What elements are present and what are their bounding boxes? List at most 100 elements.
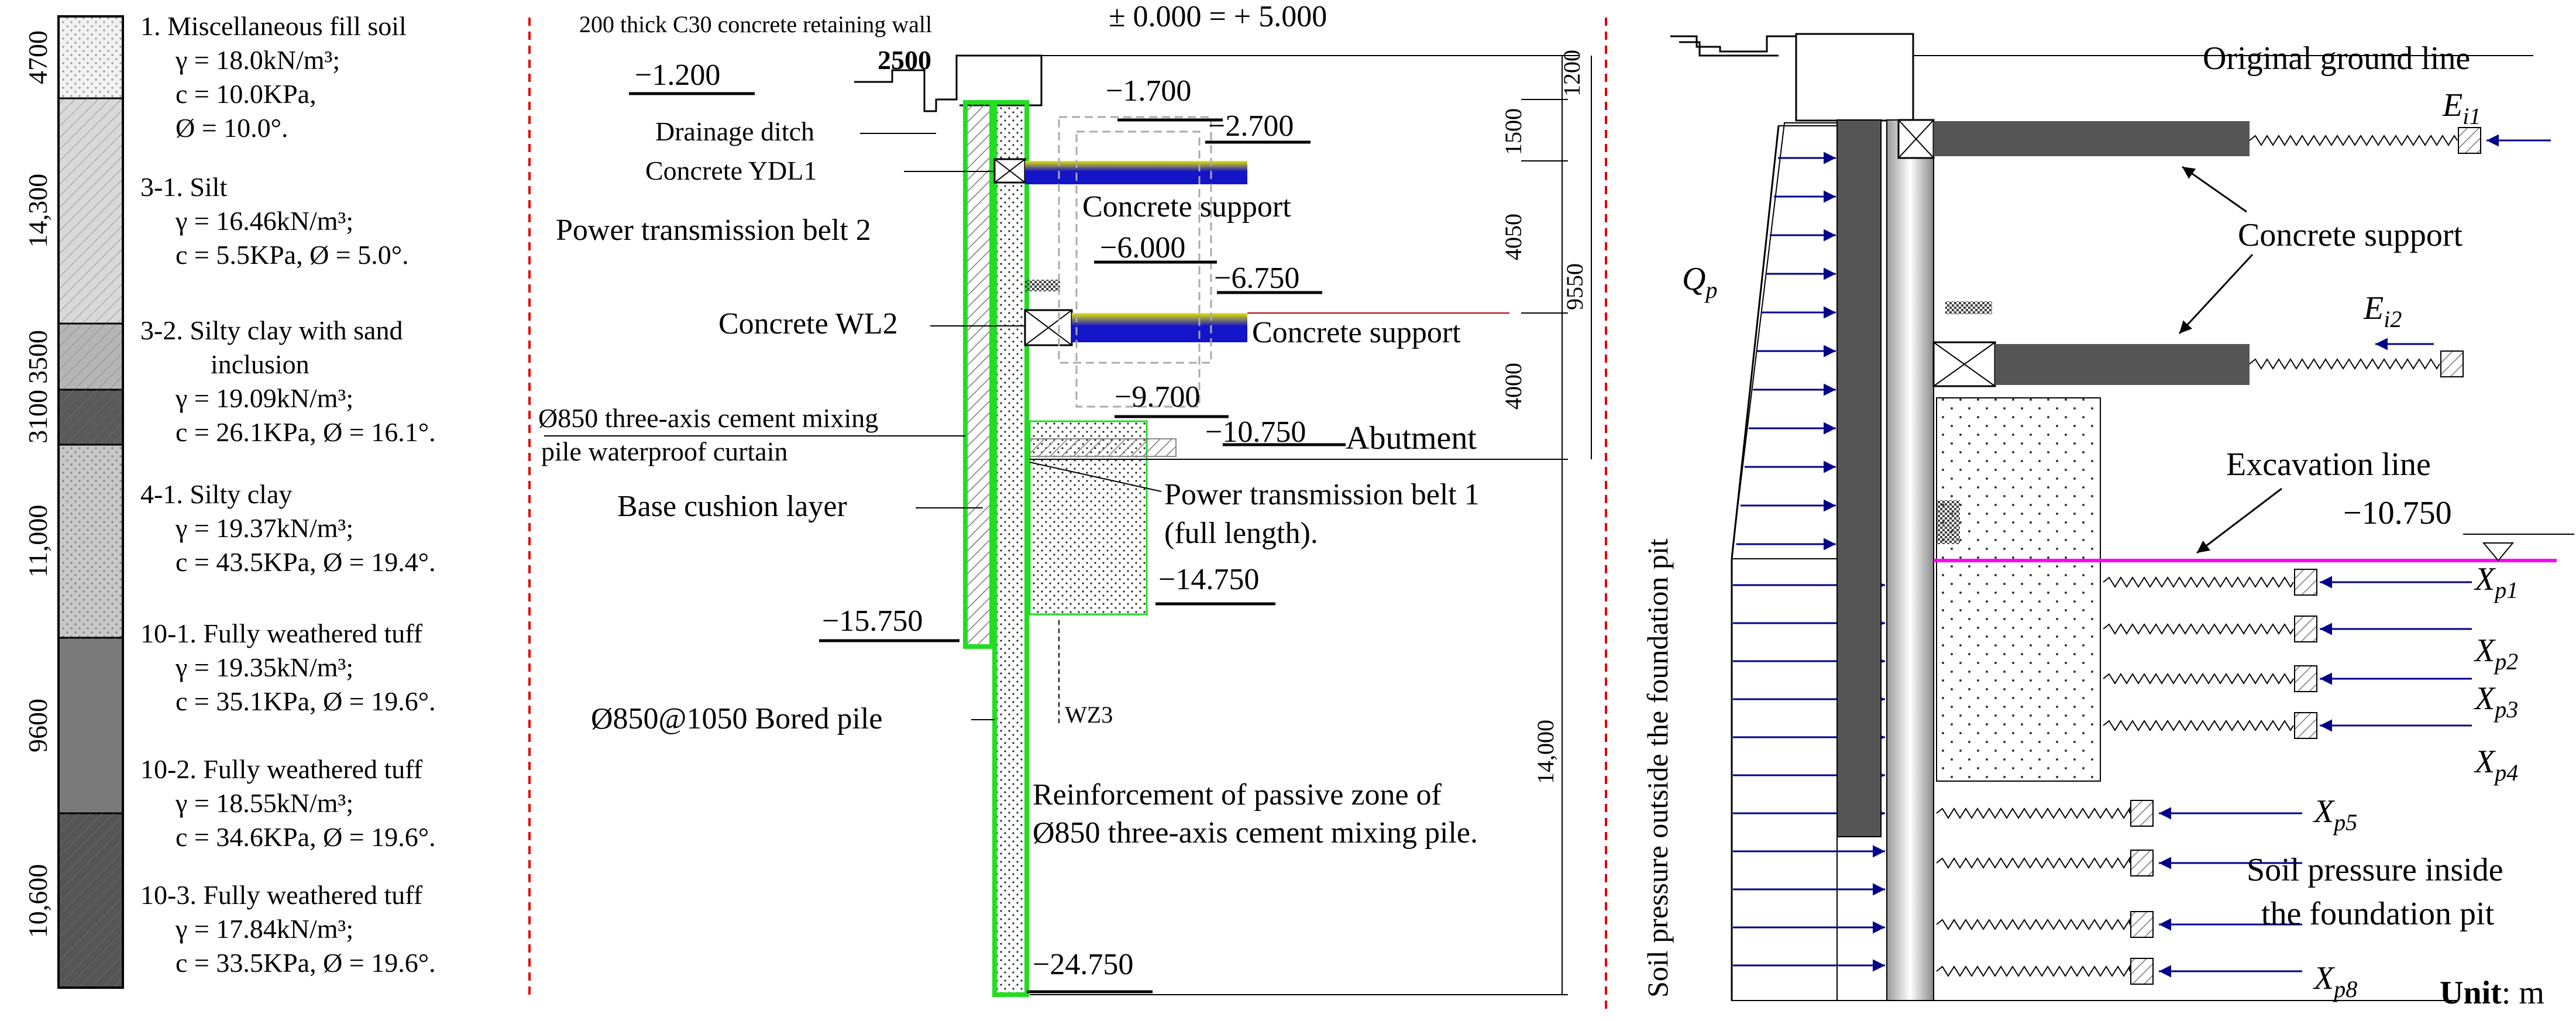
stratum-5-line-1: 10-1. Fully weathered tuff: [140, 618, 423, 648]
stratum-4-line-3: c = 43.5KPa, Ø = 19.4°.: [176, 547, 436, 577]
stratum-2-line-3: c = 5.5KPa, Ø = 5.0°.: [176, 240, 409, 270]
stratum-texture: [59, 390, 123, 445]
ground-cap-box: [1795, 33, 1914, 122]
spring-ground-symbol: [2294, 569, 2317, 596]
stratum-1-line-4: Ø = 10.0°.: [176, 113, 288, 143]
spring: [1936, 806, 2130, 819]
stratum-texture: [59, 324, 123, 390]
abutment-label: Abutment: [1346, 420, 1477, 456]
thickness-5: 11,000: [23, 505, 53, 578]
inside-soil-block: [1936, 397, 2101, 782]
spring: [1936, 856, 2130, 869]
wz3-label: WZ3: [1065, 702, 1113, 728]
dim-4050: 4050: [1500, 214, 1526, 260]
xp3-label: Xp3: [2474, 680, 2518, 723]
spring: [2103, 576, 2294, 588]
spring-ground-symbol: [2294, 712, 2317, 739]
dim-14000: 14,000: [1532, 720, 1559, 784]
stratum-7-line-2: γ = 17.84kN/m³;: [175, 914, 353, 944]
curtain-label-line2: pile waterproof curtain: [541, 436, 787, 466]
width-2500: 2500: [878, 45, 931, 75]
waterproof-curtain: [963, 100, 994, 649]
thickness-2: 14,300: [23, 174, 53, 248]
soil-inside-line1: Soil pressure inside: [2247, 852, 2503, 888]
stratum-2-line-1: 3-1. Silt: [140, 172, 227, 202]
elevation-markers: [629, 92, 1346, 994]
elev-m6750: −6.750: [1214, 262, 1299, 295]
stratum-6-line-2: γ = 18.55kN/m³;: [175, 788, 353, 818]
thickness-7: 10,600: [23, 864, 53, 939]
e1-label: Ei1: [2442, 87, 2481, 129]
strata-column-border: [57, 15, 124, 989]
spring: [1936, 917, 2130, 930]
stratum-3-line-4: c = 26.1KPa, Ø = 16.1°.: [176, 417, 436, 447]
elev-m6000: −6.000: [1100, 231, 1185, 264]
elev-m1700: −1.700: [1106, 74, 1191, 108]
support-2-label: Concrete support: [1252, 316, 1461, 349]
qp-label: Qp: [1682, 261, 1717, 303]
elev-m14750: −14.750: [1158, 563, 1259, 596]
dim-4000: 4000: [1500, 363, 1526, 410]
spring: [2249, 358, 2440, 370]
elev-m10750: −10.750: [1205, 415, 1306, 449]
stratum-3-line-2: inclusion: [211, 349, 309, 379]
elev-m24750: −24.750: [1033, 948, 1133, 981]
belt-2-label: Power transmission belt 2: [556, 214, 871, 247]
elev-m2700: −2.700: [1208, 109, 1294, 143]
elev-m15750: −15.750: [822, 604, 923, 638]
stratum-texture: [59, 638, 123, 813]
reinforcement-label-line1: Reinforcement of passive zone of: [1033, 778, 1442, 812]
stratum-1-line-1: 1. Miscellaneous fill soil: [140, 11, 407, 41]
support-beam-1: [1934, 121, 2250, 156]
wl2-label: Concrete WL2: [718, 307, 898, 341]
stratum-5-line-3: c = 35.1KPa, Ø = 19.6°.: [176, 686, 436, 716]
section-panel: 200 thick C30 concrete retaining wall ± …: [538, 0, 1592, 997]
stratum-texture: [59, 813, 123, 988]
top-ground-outline: [854, 54, 1043, 112]
belt-1-label-line2: (full length).: [1164, 517, 1318, 550]
thickness-3: 3500: [23, 330, 53, 384]
stratum-4-line-1: 4-1. Silty clay: [140, 479, 292, 509]
retaining-wall: [1836, 119, 1882, 837]
ground-line-label: Original ground line: [2203, 40, 2470, 77]
support-beam-2: [1995, 344, 2250, 385]
stratum-7-line-1: 10-3. Fully weathered tuff: [140, 880, 423, 910]
spring-ground-symbol: [2130, 958, 2154, 985]
soil-outside-label: Soil pressure outside the foundation pit: [1641, 538, 1674, 998]
bored-pile-label: Ø850@1050 Bored pile: [591, 702, 883, 735]
stratum-3-line-1: 3-2. Silty clay with sand: [140, 315, 403, 345]
xp4-label: Xp4: [2474, 744, 2518, 786]
elev-m1200: −1.200: [635, 59, 720, 92]
ydl1-label: Concrete YDL1: [645, 156, 817, 185]
stratum-3-line-3: γ = 19.09kN/m³;: [175, 383, 353, 413]
stratum-texture: [59, 98, 123, 324]
spring: [1936, 964, 2130, 977]
soil-inside-line2: the foundation pit: [2261, 896, 2495, 932]
xp2-label: Xp2: [2474, 632, 2518, 675]
spring-ground-symbol: [2130, 911, 2154, 938]
spring-ground-symbol: [2458, 127, 2481, 154]
retaining-wall-label: 200 thick C30 concrete retaining wall: [579, 11, 932, 37]
stratum-1-line-2: γ = 18.0kN/m³;: [175, 45, 340, 75]
spring: [2103, 720, 2294, 731]
strata-column: [57, 15, 124, 989]
drainage-ditch-label: Drainage ditch: [655, 116, 814, 146]
thickness-6: 9600: [23, 699, 53, 752]
xp5-label: Xp5: [2313, 793, 2357, 836]
stratum-texture: [59, 16, 123, 98]
pile-column: [1886, 119, 1934, 1001]
stratum-2-line-2: γ = 16.46kN/m³;: [175, 206, 353, 236]
belt-1-label-line1: Power transmission belt 1: [1164, 478, 1480, 511]
support-2: [1072, 313, 1247, 342]
spring-supports: [1936, 127, 2551, 985]
spring-ground-symbol: [2294, 665, 2317, 692]
unit-label: Unit: m: [2440, 975, 2544, 1011]
thickness-1: 4700: [23, 30, 53, 84]
datum-label: ± 0.000 = + 5.000: [1109, 0, 1327, 33]
stratum-texture: [59, 445, 123, 638]
spring-ground-symbol: [2440, 350, 2464, 377]
cushion-label: Base cushion layer: [617, 490, 847, 523]
spring-ground-symbol: [2294, 616, 2317, 642]
